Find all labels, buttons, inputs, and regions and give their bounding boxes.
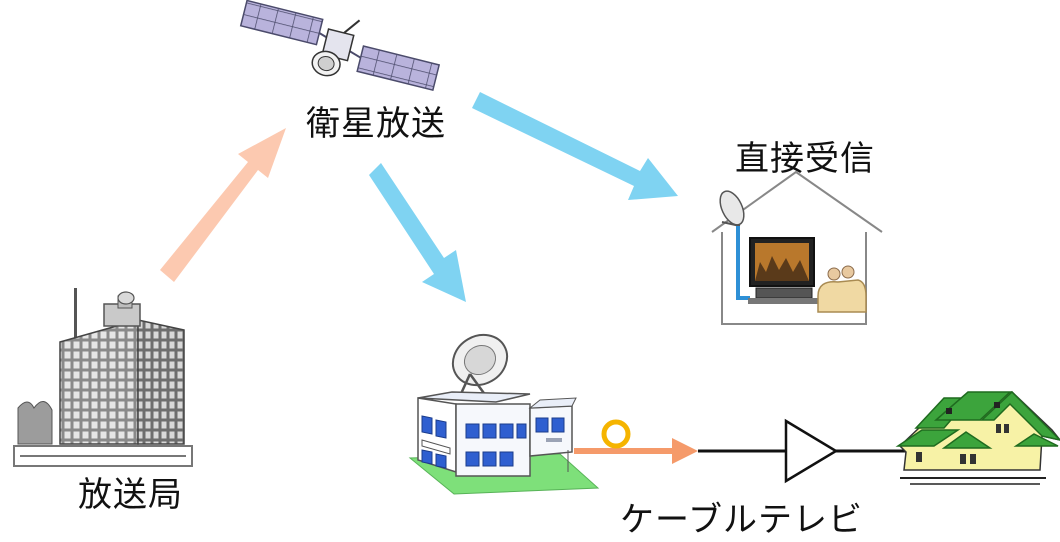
broadcast-station-label: 放送局	[78, 475, 183, 515]
cable-headend-icon	[408, 333, 600, 495]
amplifier-icon	[784, 418, 839, 484]
cable-tv-label: ケーブルテレビ	[620, 500, 863, 540]
home-with-dish-icon	[711, 170, 883, 325]
ring-icon	[601, 419, 631, 449]
satellite-broadcast-label: 衛星放送	[306, 104, 446, 144]
direct-reception-label: 直接受信	[735, 139, 875, 179]
tv-station-icon	[13, 288, 193, 467]
cable-line	[574, 438, 912, 464]
satellite-icon	[239, 0, 441, 92]
downlink-arrow-direct	[472, 92, 678, 200]
downlink-arrow-cable	[369, 163, 466, 302]
houses-icon	[895, 390, 1060, 485]
uplink-arrow	[160, 128, 286, 282]
